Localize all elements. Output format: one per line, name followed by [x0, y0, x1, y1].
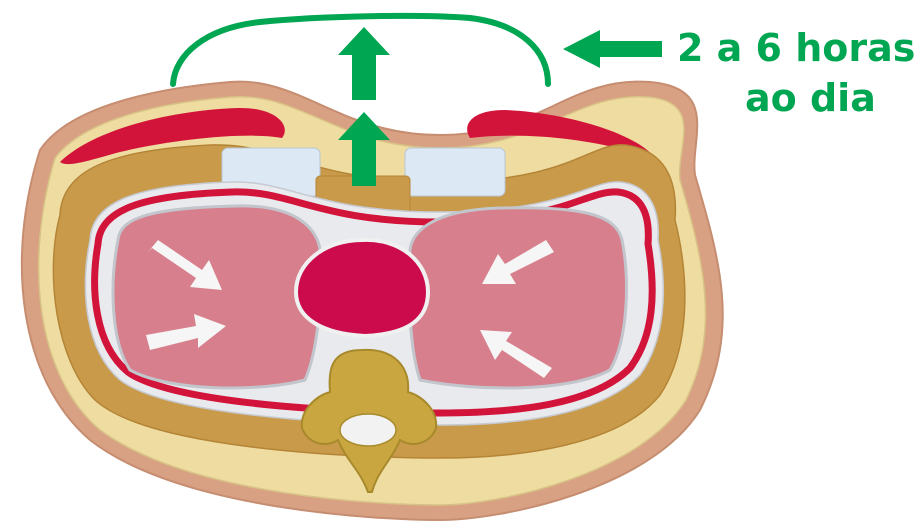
duration-caption-line-1: 2 a 6 horas [677, 26, 916, 70]
pectoral-muscle-left [60, 107, 285, 165]
arrow-inward-icon [480, 330, 552, 378]
pectoral-muscle-right [467, 110, 658, 163]
costal-cartilage-right [404, 147, 506, 197]
arrow-inward-icon [146, 314, 226, 350]
spinal-canal [339, 413, 397, 447]
lung-right [407, 206, 628, 390]
arrow-up-icon [338, 27, 390, 100]
duration-caption-line-2: ao dia [745, 76, 876, 120]
arrow-inward-icon [482, 240, 554, 284]
lung-left [111, 204, 322, 390]
pleura-ring [91, 188, 656, 417]
lift-loop [170, 12, 551, 87]
heart [293, 237, 431, 339]
arrow-inward-icon [148, 240, 222, 290]
arrow-up-icon [338, 112, 390, 186]
arrow-left-icon [563, 30, 662, 68]
